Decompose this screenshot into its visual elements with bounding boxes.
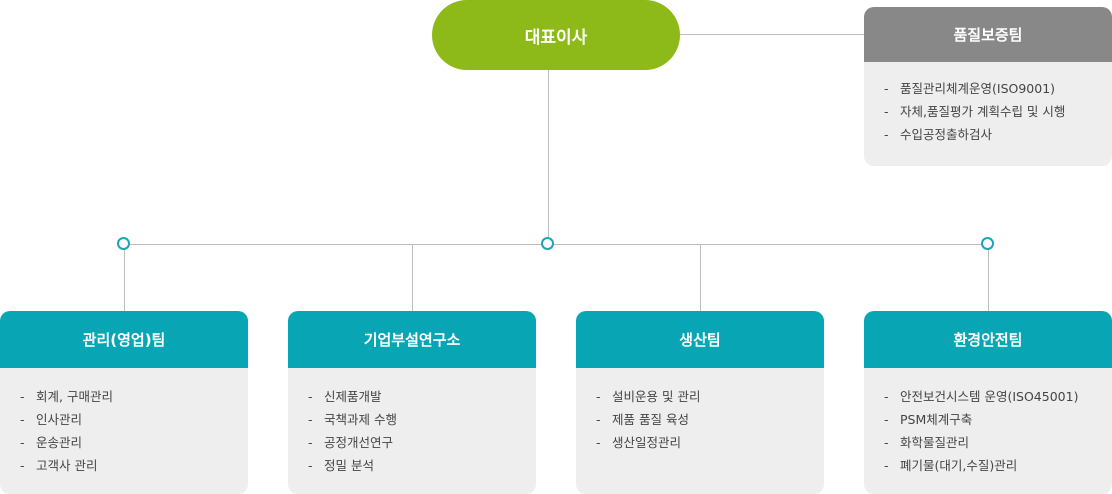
junction-dot-right bbox=[981, 237, 994, 250]
list-item: -회계, 구매관리 bbox=[20, 389, 113, 404]
dept-list: -안전보건시스템 운영(ISO45001) -PSM체계구축 -화학물질관리 -… bbox=[864, 368, 1112, 477]
ceo-label: 대표이사 bbox=[524, 27, 588, 48]
branch-line-dept-3 bbox=[700, 244, 701, 311]
list-item: -인사관리 bbox=[20, 412, 83, 427]
qa-team-list: -품질관리체계운영(ISO9001) -자체,품질평가 계획수립 및 시행 -수… bbox=[864, 62, 1112, 146]
horizontal-branch-line bbox=[124, 244, 988, 245]
junction-dot-center bbox=[541, 237, 554, 250]
dept-box-research: 기업부설연구소 -신제품개발 -국책과제 수행 -공정개선연구 -정밀 분석 bbox=[288, 311, 536, 494]
junction-dot-left bbox=[117, 237, 130, 250]
list-item: -폐기물(대기,수질)관리 bbox=[884, 458, 1018, 473]
list-item: -안전보건시스템 운영(ISO45001) bbox=[884, 389, 1079, 404]
list-item: -제품 품질 육성 bbox=[596, 412, 689, 427]
ceo-vertical-line bbox=[548, 70, 549, 244]
dept-box-management: 관리(영업)팀 -회계, 구매관리 -인사관리 -운송관리 -고객사 관리 bbox=[0, 311, 248, 494]
list-item: -국책과제 수행 bbox=[308, 412, 397, 427]
list-item: -PSM체계구축 bbox=[884, 412, 973, 427]
dept-box-production: 생산팀 -설비운용 및 관리 -제품 품질 육성 -생산일정관리 bbox=[576, 311, 824, 494]
list-item: -수입공정출하검사 bbox=[884, 127, 993, 142]
dept-title: 관리(영업)팀 bbox=[0, 311, 248, 368]
list-item: -정밀 분석 bbox=[308, 458, 374, 473]
dept-list: -신제품개발 -국책과제 수행 -공정개선연구 -정밀 분석 bbox=[288, 368, 536, 477]
list-item: -생산일정관리 bbox=[596, 435, 682, 450]
list-item: -품질관리체계운영(ISO9001) bbox=[884, 81, 1056, 96]
dept-title: 환경안전팀 bbox=[864, 311, 1112, 368]
list-item: -고객사 관리 bbox=[20, 458, 98, 473]
dept-list: -회계, 구매관리 -인사관리 -운송관리 -고객사 관리 bbox=[0, 368, 248, 477]
ceo-node: 대표이사 bbox=[432, 0, 680, 70]
list-item: -신제품개발 bbox=[308, 389, 382, 404]
branch-line-dept-2 bbox=[412, 244, 413, 311]
list-item: -화학물질관리 bbox=[884, 435, 970, 450]
qa-team-title: 품질보증팀 bbox=[864, 7, 1112, 62]
dept-title: 기업부설연구소 bbox=[288, 311, 536, 368]
ceo-to-qa-line bbox=[680, 34, 864, 35]
list-item: -자체,품질평가 계획수립 및 시행 bbox=[884, 104, 1066, 119]
dept-box-safety: 환경안전팀 -안전보건시스템 운영(ISO45001) -PSM체계구축 -화학… bbox=[864, 311, 1112, 494]
branch-line-dept-4 bbox=[988, 244, 989, 311]
dept-title: 생산팀 bbox=[576, 311, 824, 368]
branch-line-dept-1 bbox=[124, 244, 125, 311]
list-item: -공정개선연구 bbox=[308, 435, 394, 450]
list-item: -설비운용 및 관리 bbox=[596, 389, 701, 404]
qa-team-box: 품질보증팀 -품질관리체계운영(ISO9001) -자체,품질평가 계획수립 및… bbox=[864, 7, 1112, 166]
dept-list: -설비운용 및 관리 -제품 품질 육성 -생산일정관리 bbox=[576, 368, 824, 454]
list-item: -운송관리 bbox=[20, 435, 83, 450]
